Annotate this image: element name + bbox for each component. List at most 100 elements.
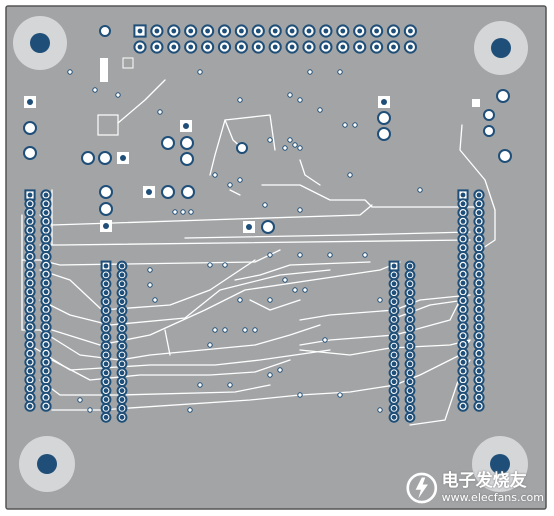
pin-drill <box>27 201 33 207</box>
pin-drill <box>222 44 227 50</box>
via <box>212 327 218 333</box>
pin-drill <box>137 44 143 50</box>
via <box>242 327 248 333</box>
pin-drill <box>476 280 482 286</box>
pin-drill <box>171 44 177 50</box>
pin-drill <box>391 334 397 340</box>
pin-drill <box>239 44 244 50</box>
via <box>287 92 293 98</box>
pin-drill <box>374 44 379 50</box>
pin-drill <box>391 379 397 385</box>
pin-drill <box>119 325 125 331</box>
via <box>92 87 98 93</box>
vias <box>67 69 423 413</box>
pin-drill <box>27 289 33 295</box>
via <box>342 122 348 128</box>
pin-drill <box>43 201 49 207</box>
pin-drill <box>374 28 379 34</box>
via <box>417 187 423 193</box>
pin-drill <box>43 280 49 286</box>
pin-drill <box>391 317 397 322</box>
pin-drill <box>289 44 295 50</box>
pin-drill <box>103 325 109 331</box>
pin-drill <box>43 192 49 198</box>
pin-drill <box>103 299 109 304</box>
pin-drill <box>391 281 397 287</box>
via <box>287 137 293 143</box>
elecfans-logo-icon <box>406 472 438 504</box>
via <box>302 287 308 293</box>
pin-drill <box>119 334 125 340</box>
via <box>157 109 163 115</box>
pin-drill <box>103 397 109 402</box>
via <box>237 177 243 183</box>
pin-drill <box>103 272 109 278</box>
pin-drill <box>340 44 346 50</box>
pin-drill <box>43 377 49 383</box>
pin-drill <box>476 192 482 198</box>
pin-drill <box>476 395 482 400</box>
pin-drill <box>27 263 33 268</box>
pin-drill <box>43 254 49 259</box>
pin-drill <box>119 370 125 376</box>
pin-drill <box>27 333 33 339</box>
via <box>317 107 323 113</box>
pin-drill <box>408 28 413 34</box>
via <box>377 407 383 413</box>
pin-drill <box>103 281 109 287</box>
pin-drill <box>460 386 466 391</box>
pin-drill <box>323 28 329 34</box>
via <box>327 252 333 258</box>
pin-drill <box>43 307 49 312</box>
pin-drill <box>460 324 466 330</box>
pin-drill <box>460 333 466 339</box>
pin-drill <box>460 342 466 347</box>
pin-drill <box>27 271 33 277</box>
via <box>337 392 343 398</box>
pin-drill <box>119 290 125 296</box>
pin-drill <box>103 352 109 358</box>
pin-drill <box>27 298 33 303</box>
pin-drill <box>43 245 49 251</box>
pin-drill <box>119 308 125 313</box>
pin-drill <box>43 315 49 321</box>
pin-drill <box>154 28 160 34</box>
pin-drill <box>103 370 109 376</box>
pin-drill <box>407 379 413 385</box>
pin-drill <box>460 210 466 216</box>
pin-drill <box>476 271 482 277</box>
pin-drill <box>119 352 125 358</box>
pin-drill <box>27 368 33 374</box>
pin-drill <box>103 334 109 340</box>
via <box>188 209 194 215</box>
pin-drill <box>43 227 49 233</box>
pin-drill <box>476 227 482 233</box>
via <box>115 92 121 98</box>
pin-drill <box>43 359 49 365</box>
pin-drill <box>103 414 109 420</box>
via <box>347 172 353 178</box>
pin-drill <box>43 368 49 374</box>
pin-drill <box>407 334 413 340</box>
via <box>227 382 233 388</box>
pin-drill <box>323 44 329 50</box>
pin-drill <box>460 368 466 374</box>
via <box>297 392 303 398</box>
pin-drill <box>476 245 482 251</box>
pin-drill <box>119 397 125 402</box>
watermark: 电子发烧友 www.elecfans.com <box>406 468 544 508</box>
pin-drill <box>476 377 482 383</box>
via <box>197 69 203 75</box>
via <box>147 282 153 288</box>
via <box>237 297 243 303</box>
pin-drill <box>27 245 33 251</box>
pin-drill <box>43 333 49 339</box>
header-right <box>457 189 485 412</box>
pin-drill <box>476 307 482 312</box>
pin-drill <box>27 280 33 286</box>
pin-drill <box>460 245 466 251</box>
pin-drill <box>27 227 33 233</box>
via <box>377 297 383 303</box>
pin-drill <box>391 290 397 296</box>
